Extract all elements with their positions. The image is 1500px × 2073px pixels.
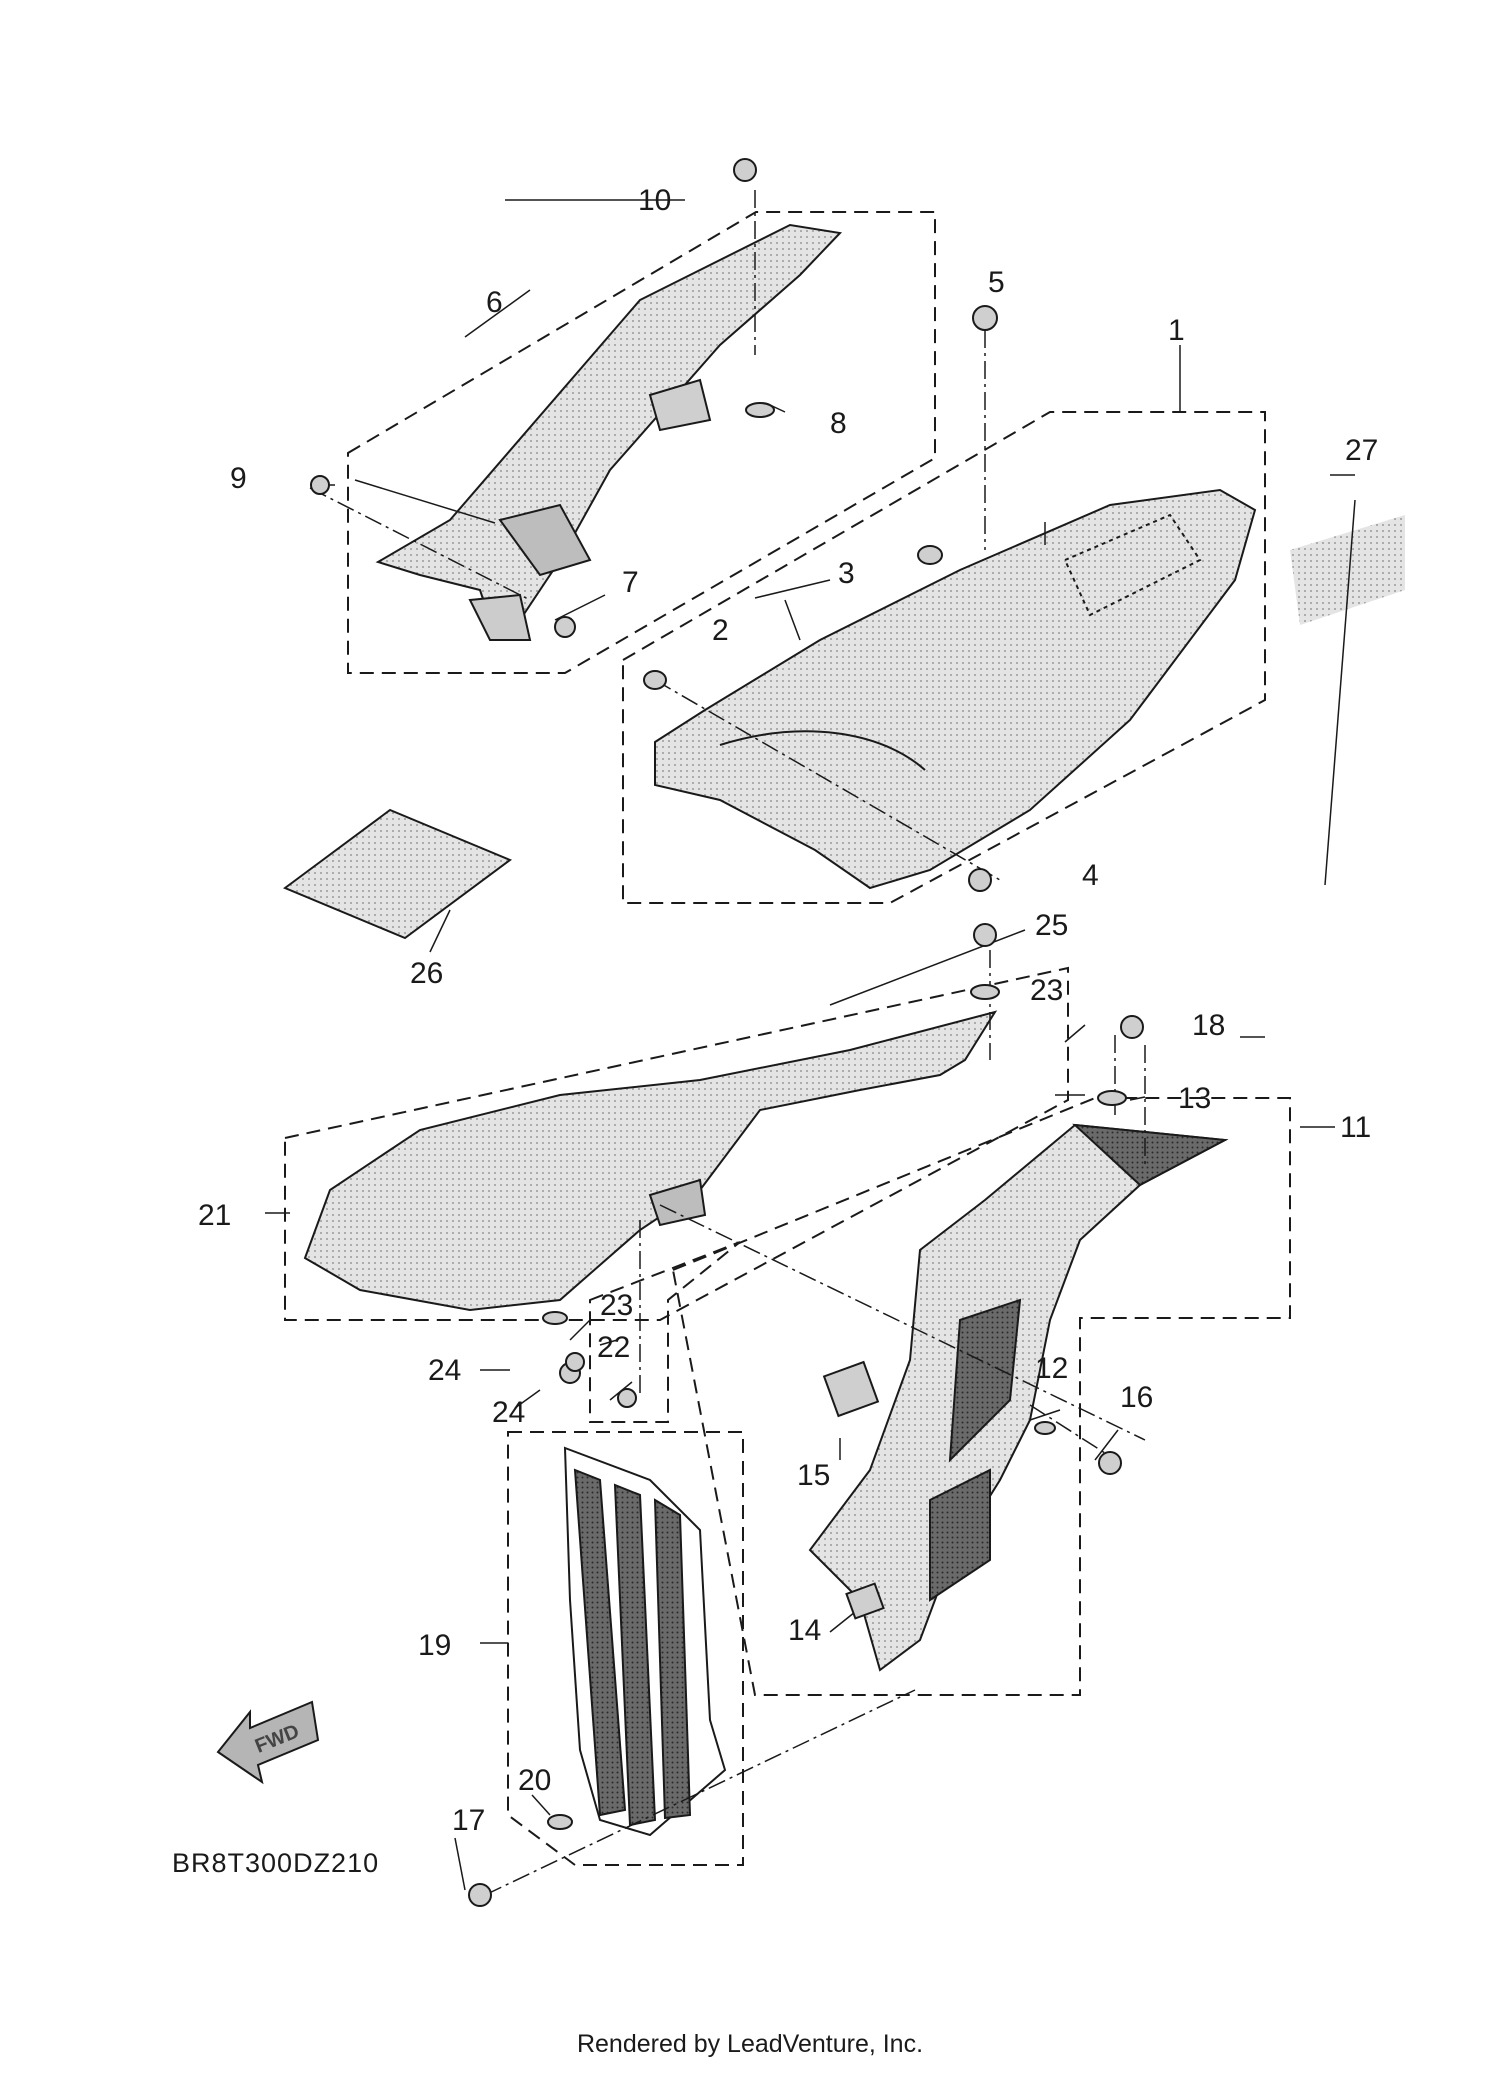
diagram-code: BR8T300DZ210 (172, 1848, 380, 1878)
callout-19: 19 (418, 1629, 451, 1662)
callout-24-low: 24 (492, 1396, 525, 1429)
clip-2 (643, 670, 667, 690)
washer-13 (1097, 1090, 1127, 1106)
callout-13: 13 (1178, 1082, 1211, 1115)
part-1-side-cover (654, 488, 1257, 890)
group-box-11 (671, 1097, 1291, 1696)
sticker-27 (1290, 515, 1405, 625)
washer-12 (1034, 1421, 1056, 1435)
group-box-6 (347, 211, 936, 674)
callout-10: 10 (638, 184, 671, 217)
callout-12: 12 (1035, 1352, 1068, 1385)
washer-8 (745, 402, 775, 418)
bolt-25 (973, 923, 997, 947)
bolt-17 (468, 1883, 492, 1907)
footer-credit: Rendered by LeadVenture, Inc. (576, 2030, 924, 2058)
group-box-21 (284, 966, 1069, 1321)
callout-1: 1 (1168, 314, 1185, 347)
nut-7 (554, 616, 576, 638)
callout-17: 17 (452, 1804, 485, 1837)
callout-7: 7 (622, 566, 639, 599)
fasteners (310, 158, 1144, 1907)
leader-lines (265, 199, 1356, 1891)
washer-20 (547, 1814, 573, 1830)
fwd-arrow: FWD (216, 1700, 320, 1785)
clip-3 (917, 545, 943, 565)
clip-24-b (565, 1352, 585, 1372)
group-box-19 (507, 1431, 744, 1866)
patch-15 (822, 1360, 880, 1418)
callout-25: 25 (1035, 909, 1068, 942)
callout-21: 21 (198, 1199, 231, 1232)
callout-27: 27 (1345, 434, 1378, 467)
callout-26: 26 (410, 957, 443, 990)
group-box-1 (622, 411, 1266, 904)
callout-20: 20 (518, 1764, 551, 1797)
callout-8: 8 (830, 407, 847, 440)
callout-6: 6 (486, 286, 503, 319)
bolt-18 (1120, 1015, 1144, 1039)
callout-18: 18 (1192, 1009, 1225, 1042)
callout-23-low: 23 (600, 1289, 633, 1322)
callout-22: 22 (597, 1331, 630, 1364)
washer-23-top (970, 984, 1000, 1000)
callout-24-left: 24 (428, 1354, 461, 1387)
callout-9: 9 (230, 462, 247, 495)
part-6-cover (375, 223, 843, 641)
group-box-22 (589, 1241, 741, 1423)
callout-5: 5 (988, 266, 1005, 299)
bolt-4 (968, 868, 992, 892)
assembly-axes (309, 190, 1146, 1896)
nut-22 (617, 1388, 637, 1408)
patch-14 (845, 1582, 885, 1620)
callout-numbers: 1 2 3 4 5 6 7 8 9 10 11 12 13 14 15 16 1… (198, 184, 1378, 1837)
washer-23-low (542, 1311, 568, 1325)
callout-4: 4 (1082, 859, 1099, 892)
bolt-10 (733, 158, 757, 182)
callout-15: 15 (797, 1459, 830, 1492)
callout-11: 11 (1340, 1111, 1371, 1144)
part-21-lower-cover (303, 1010, 998, 1312)
bolt-16 (1098, 1451, 1122, 1475)
callout-14: 14 (788, 1614, 821, 1647)
bolt-5 (972, 305, 998, 331)
callout-2: 2 (712, 614, 729, 647)
bolt-9 (310, 475, 330, 495)
callout-3: 3 (838, 557, 855, 590)
sticker-26 (282, 808, 513, 940)
callout-23-top: 23 (1030, 974, 1063, 1007)
part-11-shroud (808, 1123, 1229, 1672)
callout-16: 16 (1120, 1381, 1153, 1414)
part-19-grille (563, 1446, 727, 1837)
